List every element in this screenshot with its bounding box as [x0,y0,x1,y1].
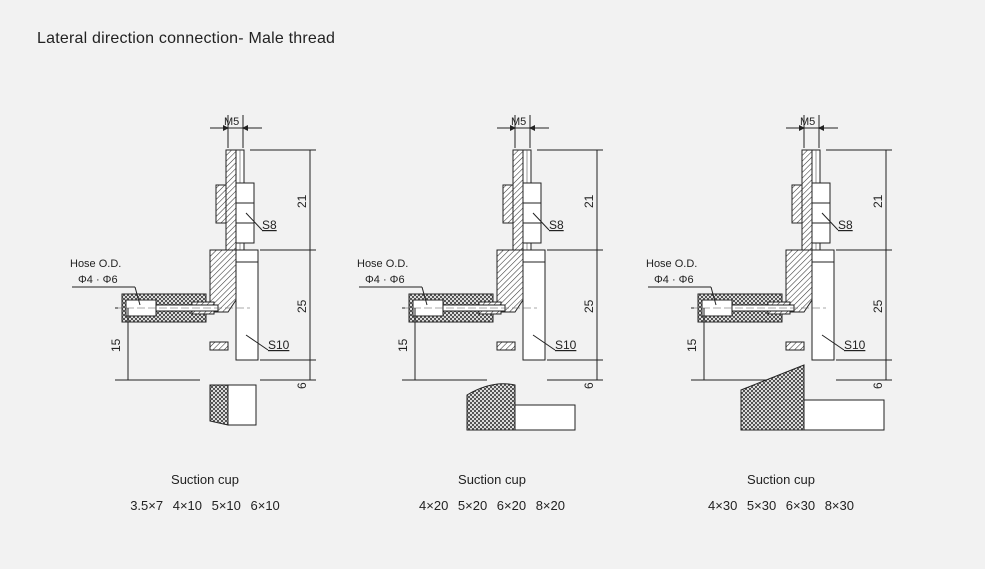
leader-s10 [532,334,556,351]
suction-cup-body [209,384,229,426]
leader-s10 [821,334,845,351]
dim15-label: 15 [396,338,410,352]
suction-cup-caption: Suction cup [747,472,815,487]
thread-stud [512,149,524,251]
thread-stud [225,149,237,251]
dim21-label: 21 [295,194,309,208]
hex-s10-label: S10 [844,338,866,352]
suction-cup-lip [514,404,576,431]
hose-od-title: Hose O.D. [646,258,697,270]
dim6-label: 6 [295,382,309,389]
body-lower [785,341,805,351]
suction-cup-sizes: 3.5×7 4×10 5×10 6×10 [130,498,280,513]
hex-s10 [522,249,546,361]
lock-nut [791,184,803,224]
leader-s8 [821,212,839,231]
hose-leader [710,286,717,306]
hex-s8 [522,182,542,244]
leader-s8 [532,212,550,231]
suction-cup-lip [803,399,885,431]
dim6-label: 6 [871,382,885,389]
hose-od-sizes: Φ4 · Φ6 [78,274,118,286]
suction-cup-caption: Suction cup [171,472,239,487]
thread-label: M5 [224,116,239,128]
body-lower [209,341,229,351]
thread-label: M5 [511,116,526,128]
hex-s8 [235,182,255,244]
leader-s8 [245,212,263,231]
thread-label: M5 [800,116,815,128]
suction-cup-sizes: 4×30 5×30 6×30 8×30 [708,498,854,513]
dim21-label: 21 [871,194,885,208]
hose-od-sizes: Φ4 · Φ6 [654,274,694,286]
hose-leader [421,286,428,306]
hose-leader [134,286,141,306]
leader-s10 [245,334,269,351]
hex-s10-label: S10 [555,338,577,352]
thread-stud [801,149,813,251]
hex-s8 [811,182,831,244]
hex-s8-label: S8 [549,218,564,232]
suction-cup-sizes: 4×20 5×20 6×20 8×20 [419,498,565,513]
suction-cup-caption: Suction cup [458,472,526,487]
suction-cup-body [740,364,805,431]
hose-od-title: Hose O.D. [70,258,121,270]
body-lower [496,341,516,351]
dim25-label: 25 [582,299,596,313]
hex-s10 [235,249,259,361]
hex-s8-label: S8 [262,218,277,232]
hex-s8-label: S8 [838,218,853,232]
dim21-label: 21 [582,194,596,208]
dim15-label: 15 [109,338,123,352]
dim25-label: 25 [295,299,309,313]
hex-s10 [811,249,835,361]
lock-nut [502,184,514,224]
hose-od-sizes: Φ4 · Φ6 [365,274,405,286]
dim25-label: 25 [871,299,885,313]
hose-od-title: Hose O.D. [357,258,408,270]
suction-cup-lip [227,384,257,426]
suction-cup-body [466,383,516,431]
dim6-label: 6 [582,382,596,389]
hex-s10-label: S10 [268,338,290,352]
dim15-label: 15 [685,338,699,352]
lock-nut [215,184,227,224]
page-title: Lateral direction connection- Male threa… [37,30,336,47]
